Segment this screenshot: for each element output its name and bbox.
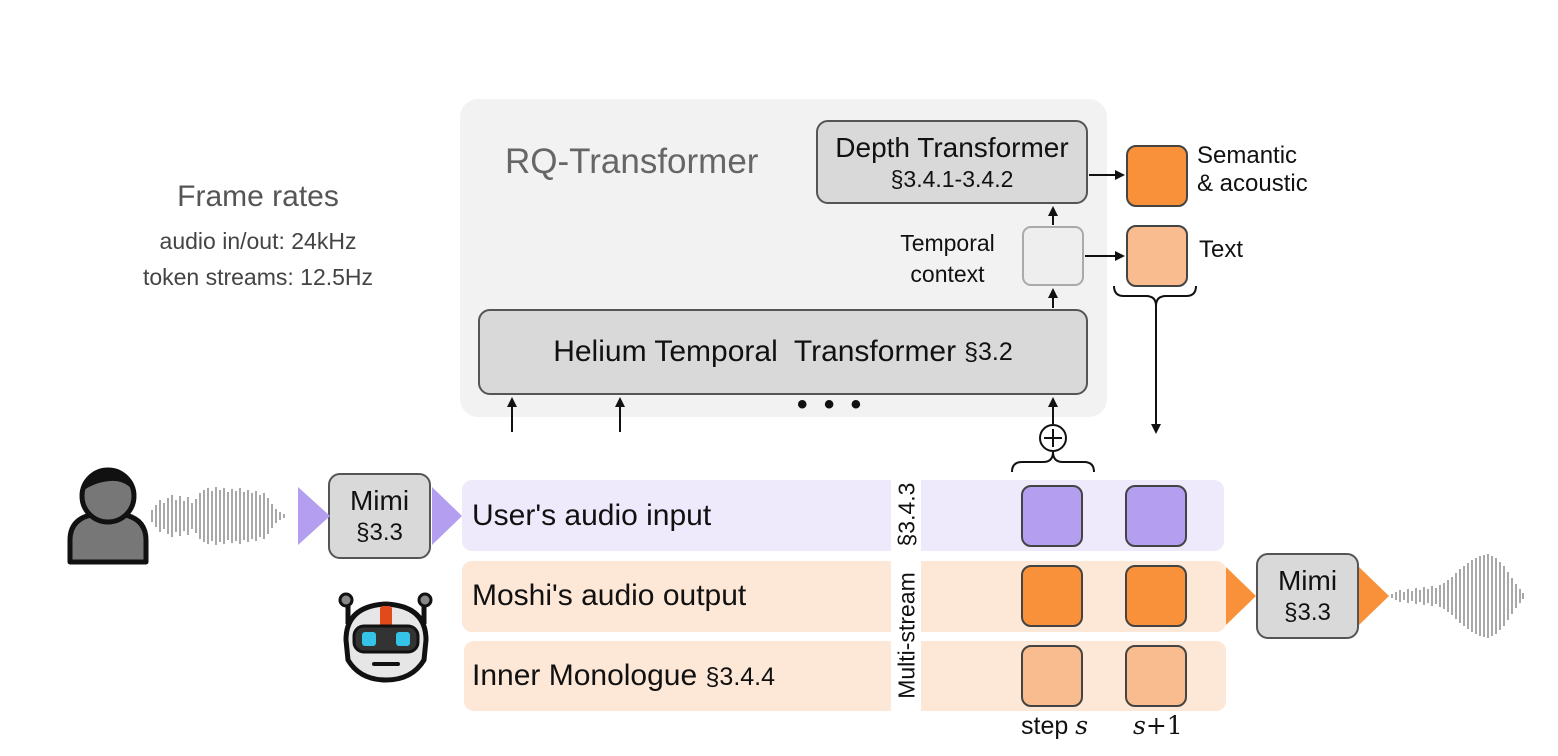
- user-token-step-s1: [1125, 485, 1187, 547]
- helium-transformer-section: §3.2: [964, 337, 1013, 366]
- step-s1-var: s: [1133, 711, 1146, 740]
- text-token-step-s1: [1125, 645, 1187, 707]
- helium-temporal-transformer-box: Helium Temporal Transformer §3.2: [478, 309, 1088, 395]
- temporal-context-line2: context: [910, 261, 985, 287]
- step-s-var: s: [1075, 711, 1089, 740]
- temporal-context-label: Temporal context: [880, 228, 1015, 290]
- step-s-label: step s: [1021, 711, 1088, 741]
- semantic-label-line2: & acoustic: [1197, 170, 1308, 197]
- text-token-step-s: [1021, 645, 1083, 707]
- user-audio-stream: [462, 480, 1224, 551]
- step-s1-label: s+1: [1133, 711, 1183, 741]
- input-waveform-icon: [151, 487, 285, 545]
- frame-rate-tokens: token streams: 12.5Hz: [142, 264, 374, 290]
- step-word: step: [1021, 712, 1069, 740]
- mimi-decoder-name: Mimi: [1277, 565, 1338, 596]
- input-triangle-1: [298, 487, 330, 545]
- semantic-acoustic-token: [1126, 145, 1188, 207]
- frame-rates-title: Frame rates: [177, 180, 339, 213]
- user-audio-label: User's audio input: [472, 499, 712, 532]
- mimi-encoder-section: §3.3: [356, 519, 403, 546]
- depth-transformer-section: §3.4.1-3.4.2: [890, 166, 1014, 192]
- inner-monologue-label: Inner Monologue §3.4.4: [472, 659, 775, 693]
- text-output-label: Text: [1199, 236, 1244, 263]
- rq-transformer-title: RQ-Transformer: [505, 142, 759, 181]
- mimi-decoder-box: Mimi §3.3: [1256, 553, 1359, 639]
- semantic-acoustic-label: Semantic & acoustic: [1197, 142, 1308, 198]
- ellipsis: • • •: [797, 388, 866, 421]
- mimi-encoder-box: Mimi §3.3: [328, 473, 431, 559]
- output-brace: [1113, 285, 1197, 307]
- inner-monologue-section: §3.4.4: [705, 663, 776, 691]
- plus-circle-icon: [1039, 424, 1067, 452]
- robot-icon: [338, 592, 433, 683]
- depth-transformer-name: Depth Transformer: [835, 132, 1069, 163]
- helium-transformer-name: Helium Temporal Transformer: [553, 335, 957, 368]
- stream-divider: [891, 480, 921, 711]
- output-waveform-icon: [1391, 554, 1524, 638]
- mimi-decoder-section: §3.3: [1284, 599, 1331, 626]
- inner-monologue-name: Inner Monologue: [472, 659, 698, 692]
- frame-rate-audio: audio in/out: 24kHz: [159, 228, 357, 254]
- inner-monologue-stream: [464, 641, 1226, 711]
- moshi-token-step-s: [1021, 565, 1083, 627]
- sum-brace: [1011, 451, 1095, 473]
- output-triangle-2: [1359, 567, 1389, 625]
- moshi-audio-label: Moshi's audio output: [472, 579, 747, 612]
- input-triangle-2: [432, 487, 462, 545]
- output-triangle-1: [1226, 567, 1256, 625]
- user-token-step-s: [1021, 485, 1083, 547]
- semantic-label-line1: Semantic: [1197, 142, 1298, 169]
- moshi-audio-stream: [462, 561, 1226, 632]
- step-s1-suffix: +1: [1145, 711, 1183, 740]
- depth-transformer-box: Depth Transformer §3.4.1-3.4.2: [816, 120, 1088, 204]
- moshi-token-step-s1: [1125, 565, 1187, 627]
- text-token: [1126, 225, 1188, 287]
- temporal-context-token: [1022, 226, 1084, 286]
- person-icon: [67, 467, 149, 565]
- mimi-encoder-name: Mimi: [349, 485, 410, 516]
- temporal-context-line1: Temporal: [900, 230, 995, 256]
